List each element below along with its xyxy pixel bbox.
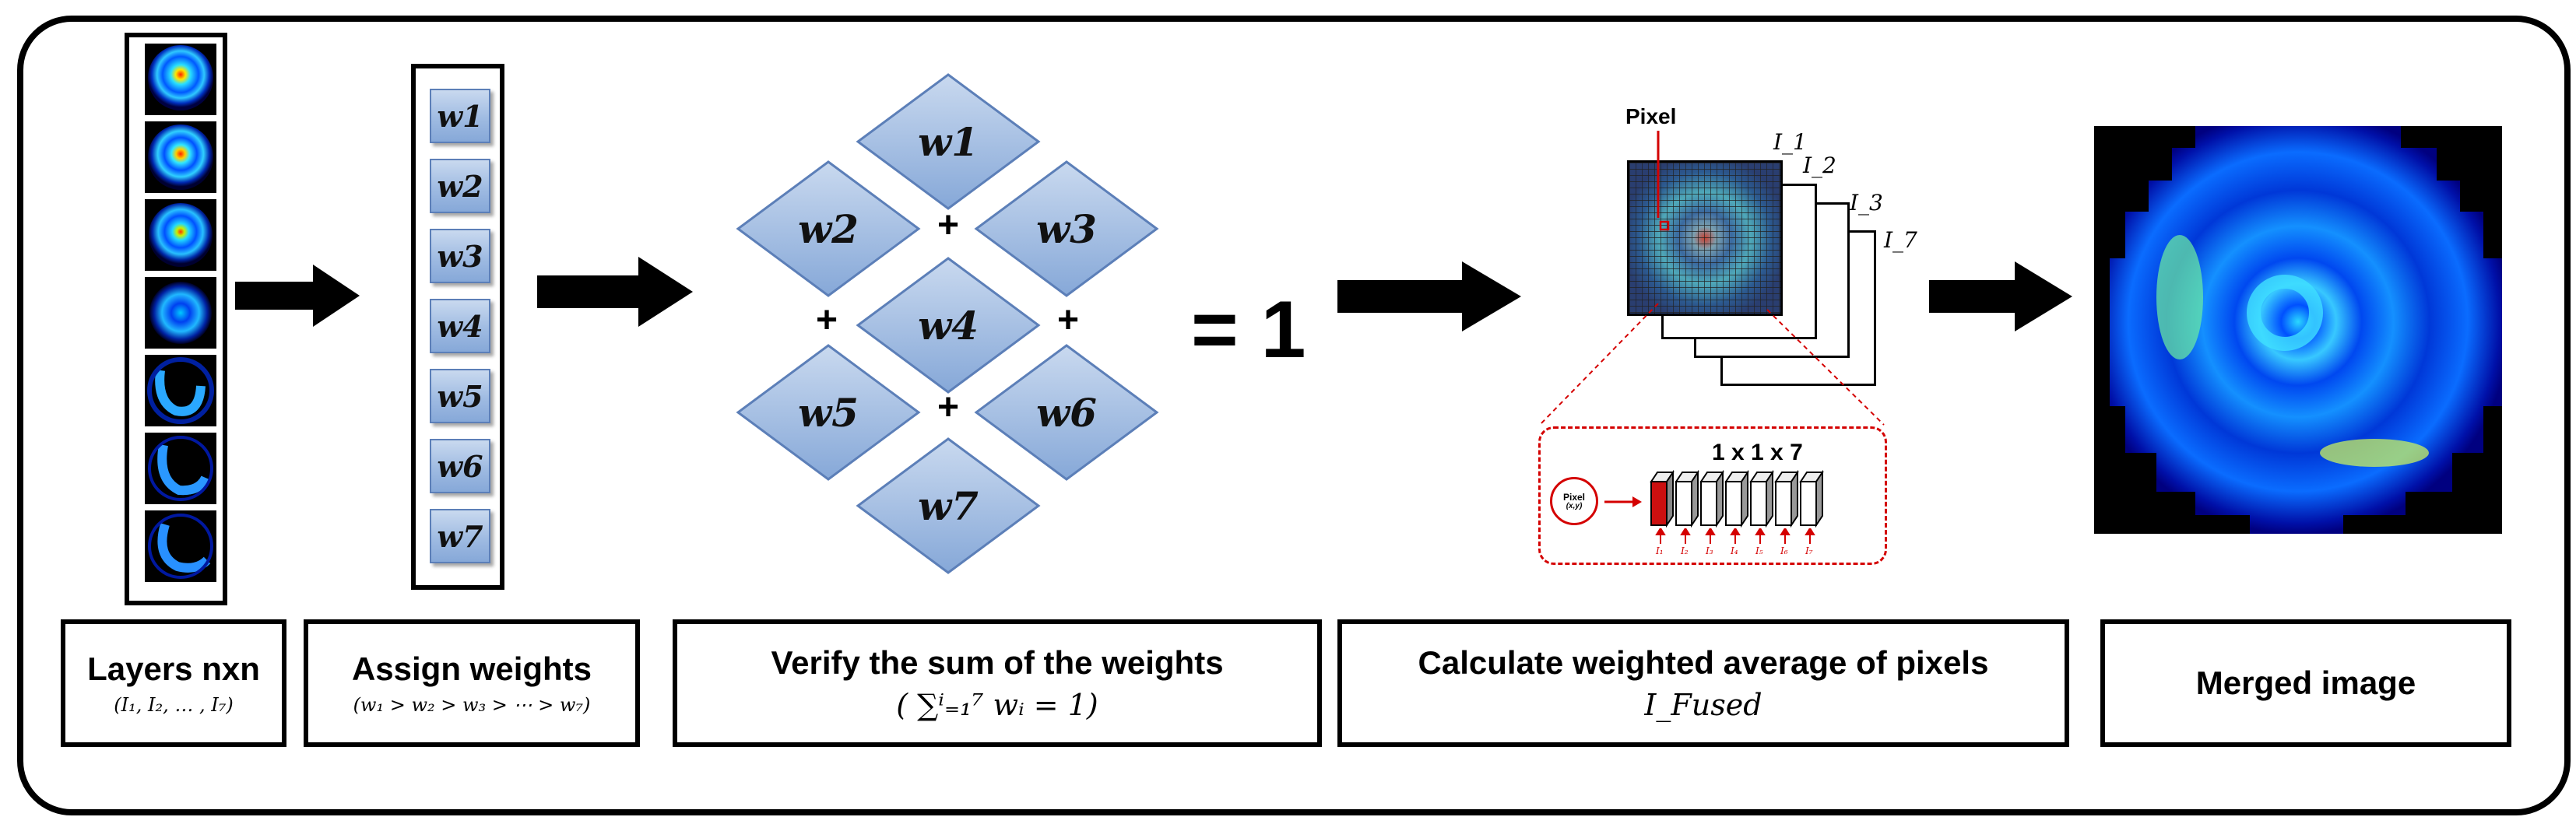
weight-w1: w1 xyxy=(430,89,490,143)
diamond-w4: w4 xyxy=(855,255,1042,395)
diamond-w6-label: w6 xyxy=(1036,389,1097,436)
heatmap-slice-3 xyxy=(145,199,216,271)
weighted-average-caption-title: Calculate weighted average of pixels xyxy=(1418,643,1989,681)
weight-w6: w6 xyxy=(430,439,490,493)
diamond-w2-label: w2 xyxy=(798,205,859,252)
arrow-right-icon xyxy=(1929,261,2072,331)
outer-frame xyxy=(17,16,2571,815)
heatmap-slice-5 xyxy=(145,355,216,426)
layer-I1 xyxy=(1627,160,1783,316)
layer-label-I1: I_1 xyxy=(1773,129,1807,155)
layers-caption-formula: (I₁, I₂, … , I₇) xyxy=(114,694,234,717)
diamond-w3: w3 xyxy=(973,159,1160,299)
pixel-node-label: Pixel xyxy=(1562,491,1586,503)
diamond-w6: w6 xyxy=(973,342,1160,482)
sum-caption-title: Verify the sum of the weights xyxy=(771,643,1224,681)
arrow-right-icon xyxy=(537,257,693,327)
diamond-w2: w2 xyxy=(735,159,922,299)
merged-caption-title: Merged image xyxy=(2195,664,2416,701)
pixel-label: Pixel xyxy=(1625,104,1677,128)
input-label: I₆ xyxy=(1780,545,1788,556)
plus-sign: + xyxy=(1056,300,1080,341)
merged-image xyxy=(2094,126,2502,534)
kernel-label: 1 x 1 x 7 xyxy=(1712,440,1803,465)
plus-sign: + xyxy=(937,387,960,428)
diamond-w4-label: w4 xyxy=(918,302,979,349)
weights-caption-formula: (w₁ > w₂ > w₃ > ⋯ > w₇) xyxy=(353,694,591,717)
input-label: I₅ xyxy=(1755,545,1763,556)
layers-caption-title: Layers nxn xyxy=(87,650,260,687)
equals-one: = 1 xyxy=(1191,285,1306,375)
plus-sign: + xyxy=(815,300,838,341)
weight-w2: w2 xyxy=(430,159,490,213)
input-label: I₁ xyxy=(1656,545,1664,556)
weight-w5: w5 xyxy=(430,369,490,423)
layers-caption: Layers nxn (I₁, I₂, … , I₇) xyxy=(61,619,286,747)
input-label: I₂ xyxy=(1681,545,1689,556)
kernel-cubes xyxy=(1650,469,1824,528)
zoom-lines xyxy=(1539,303,1885,426)
diamond-w7: w7 xyxy=(855,436,1042,576)
weighted-average-caption: Calculate weighted average of pixels I_F… xyxy=(1337,619,2069,747)
heatmap-slice-4 xyxy=(145,277,216,349)
merged-caption: Merged image xyxy=(2100,619,2511,747)
weights-caption: Assign weights (w₁ > w₂ > w₃ > ⋯ > w₇) xyxy=(304,619,640,747)
heatmap-slice-2 xyxy=(145,121,216,193)
sum-caption-formula: ( ∑ⁱ₌₁⁷ wᵢ = 1) xyxy=(896,688,1098,723)
input-labels: I₁ I₂ I₃ I₄ I₅ I₆ I₇ xyxy=(1654,545,1841,561)
heatmap-slice-1 xyxy=(145,44,216,115)
diamond-w5: w5 xyxy=(735,342,922,482)
input-label: I₇ xyxy=(1805,545,1813,556)
pixel-pointer-line xyxy=(1657,131,1660,218)
arrow-right-icon xyxy=(1604,496,1642,507)
diamond-w5-label: w5 xyxy=(798,389,859,436)
input-label: I₃ xyxy=(1706,545,1713,556)
diamond-w7-label: w7 xyxy=(918,482,979,529)
layers-stack xyxy=(125,33,227,605)
diamond-w1-label: w1 xyxy=(918,118,979,165)
arrow-right-icon xyxy=(1337,261,1521,331)
plus-sign: + xyxy=(937,205,960,246)
pixel-node-coord: (x,y) xyxy=(1566,501,1583,510)
kernel-detail-box: Pixel (x,y) 1 x 1 x 7 xyxy=(1538,426,1887,565)
heatmap-slice-7 xyxy=(145,510,216,582)
arrow-right-icon xyxy=(235,265,360,327)
layer-label-I7: I_7 xyxy=(1884,227,1917,253)
layer-label-I3: I_3 xyxy=(1850,190,1883,216)
heatmap-slice-6 xyxy=(145,433,216,504)
diamond-w3-label: w3 xyxy=(1036,205,1097,252)
weight-w4: w4 xyxy=(430,299,490,353)
weights-caption-title: Assign weights xyxy=(351,650,592,687)
weighted-average-caption-formula: I_Fused xyxy=(1644,688,1762,723)
pixel-node: Pixel (x,y) xyxy=(1550,477,1598,525)
weight-w7: w7 xyxy=(430,509,490,563)
diamond-w1: w1 xyxy=(855,72,1042,212)
weight-w3: w3 xyxy=(430,229,490,283)
sum-caption: Verify the sum of the weights ( ∑ⁱ₌₁⁷ wᵢ… xyxy=(673,619,1322,747)
input-arrows xyxy=(1655,528,1815,544)
weights-stack: w1 w2 w3 w4 w5 w6 w7 xyxy=(411,64,504,590)
layer-label-I2: I_2 xyxy=(1803,153,1836,178)
input-label: I₄ xyxy=(1731,545,1738,556)
